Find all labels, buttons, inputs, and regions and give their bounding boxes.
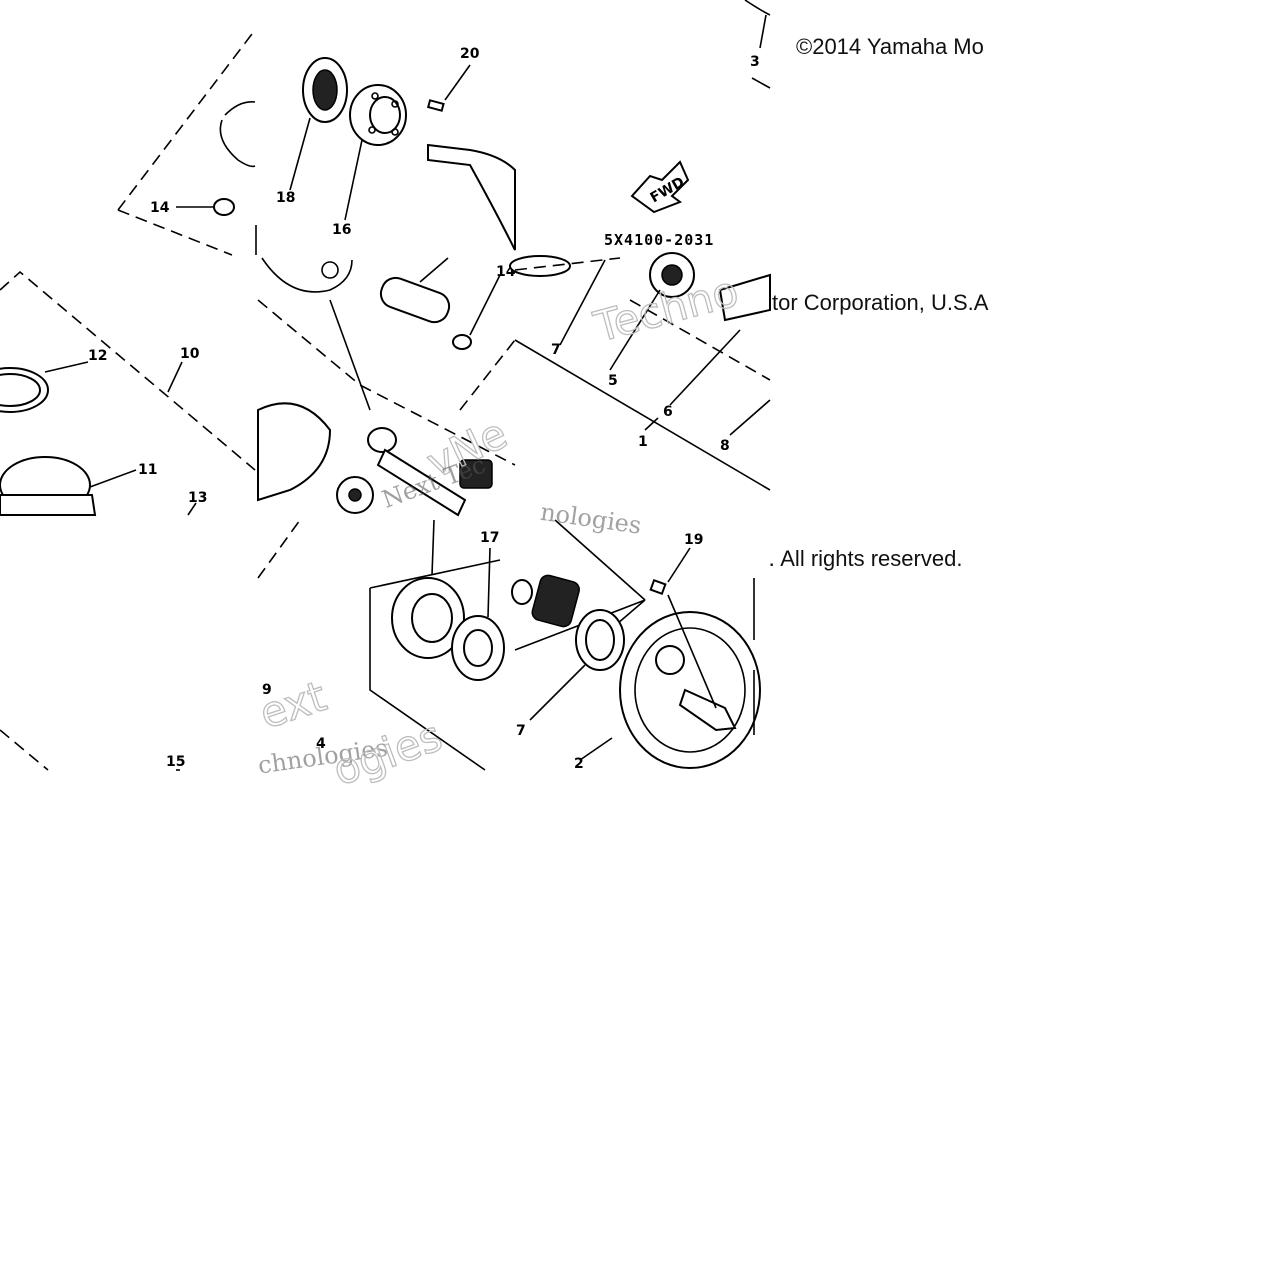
callout-3: 3 [750,54,760,70]
callout-7b: 7 [516,723,526,739]
callout-15: 15 [166,754,185,770]
callout-5: 5 [608,373,618,389]
callout-6: 6 [663,404,673,420]
drawing-code: 5X4100-2031 [604,231,714,249]
callout-2: 2 [574,756,584,772]
callout-17: 17 [480,530,499,546]
tile-piston: 12 10 11 13 [0,270,256,516]
copyright-line-2: tor Corporation, U.S.A [772,290,989,315]
callout-16: 16 [332,222,351,238]
callout-13: 13 [188,490,207,506]
callout-1: 1 [638,434,648,450]
tile-crank-wheel: 19 7 2 [511,519,761,772]
tile-fwd-marker: FWD 3 5X4100-2031 [604,0,771,249]
callout-8: 8 [720,438,730,454]
callout-9: 9 [262,682,272,698]
copyright-line-3: ․ All rights reserved. [768,546,963,571]
callout-20: 20 [460,46,480,62]
callout-18: 18 [276,190,295,206]
callout-19: 19 [684,532,703,548]
tile-crank-assembly: Techno 7 5 6 1 8 nologies [509,252,771,540]
tile-connecting-rod: 14 vNe Next Tec [257,257,516,517]
callout-14a: 14 [150,200,170,216]
copyright-line-1: ©2014 Yamaha Mo [796,34,984,59]
callout-10: 10 [180,346,200,362]
tile-piston-ring-area: 14 [117,29,256,256]
callout-11: 11 [138,462,157,478]
tile-bearings-top: 20 18 16 [255,46,516,255]
callout-12: 12 [88,348,107,364]
watermark-fragment-ogies: ogies [327,711,449,795]
tile-left-lower: 15 [0,729,185,771]
tile-main-bearings: 17 9 4 ext chnologies ogies [253,519,505,796]
callout-7a: 7 [551,342,561,358]
callout-4: 4 [316,736,326,752]
watermark-fragment-nologies: nologies [539,498,644,540]
